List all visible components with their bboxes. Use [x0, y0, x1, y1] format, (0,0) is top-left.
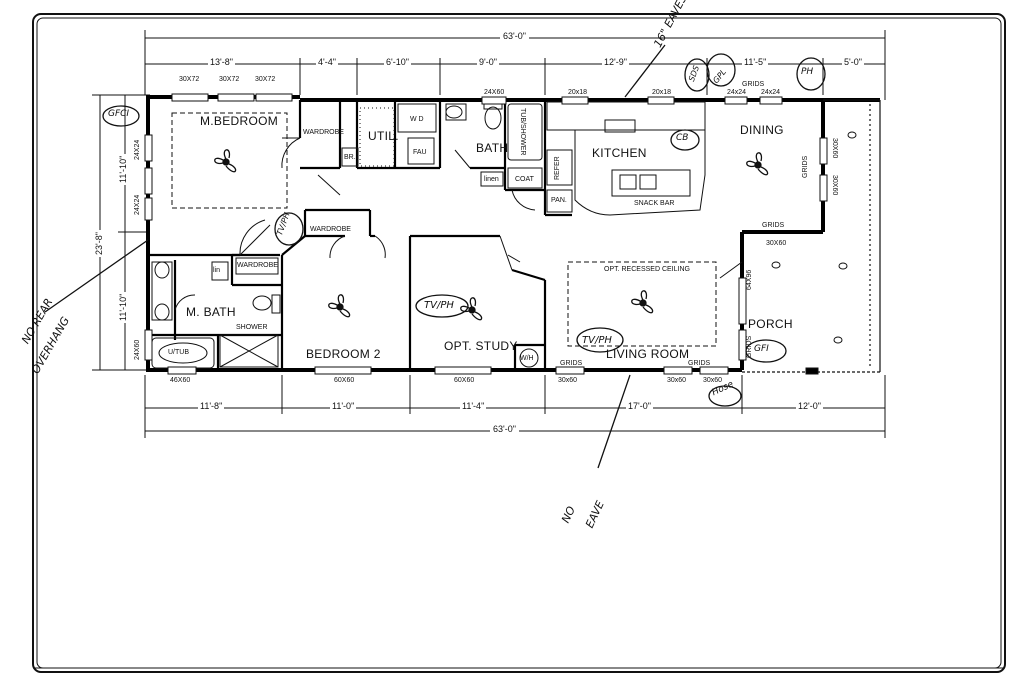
top-dimension-2: 4'-4": [316, 57, 338, 67]
linen-label: linen: [484, 176, 499, 183]
pantry-label: PAN.: [551, 197, 567, 204]
room-label-living-room: LIVING ROOM: [606, 347, 690, 361]
grids-label-bottom-1: GRIDS: [560, 360, 583, 367]
broom-closet-label: BR.: [344, 154, 356, 161]
water-heater-label: W/H: [520, 355, 534, 362]
recessed-ceiling-outline: [567, 261, 717, 347]
window-label-bottom-3: 60X60: [454, 377, 475, 384]
wall-windows: [144, 93, 828, 375]
handwritten-tvph-living: TV/PH: [582, 335, 612, 346]
door-swings: [174, 137, 743, 311]
window-label-dining-right-1: 30X60: [831, 138, 838, 159]
grids-label-right: GRIDS: [802, 155, 809, 178]
room-label-util: UTIL.: [368, 129, 399, 143]
window-label-bottom-6: 30x60: [703, 377, 723, 384]
wardrobe-label-1: WARDROBE: [303, 129, 344, 136]
room-label-master-bath: M. BATH: [186, 305, 236, 319]
ceiling-fans: [214, 149, 769, 321]
room-label-porch: PORCH: [748, 317, 793, 331]
handwritten-marks: [44, 44, 826, 469]
kitchen-cabinets: [546, 101, 706, 216]
grids-label-top: GRIDS: [742, 81, 765, 88]
handwritten-tvph-study: TV/PH: [424, 300, 454, 311]
window-label-dining-right-2: 30X60: [831, 175, 838, 196]
recessed-ceiling-label: OPT. RECESSED CEILING: [604, 266, 690, 273]
window-label-dining-2: 24x24: [761, 89, 781, 96]
washer-dryer-label: W D: [410, 116, 424, 123]
top-dimension-4: 9'-0": [477, 57, 499, 67]
overall-top-dimension: 63'-0": [500, 32, 529, 41]
left-lower-dimension: 11'-10": [118, 291, 128, 323]
window-label-left-1: 24X24: [134, 139, 141, 160]
bottom-dimension-1: 11'-8": [198, 401, 225, 411]
porch-lights: [771, 131, 857, 344]
grids-label-porch: GRIDS: [746, 335, 753, 358]
bottom-dimension-2: 11'-0": [330, 401, 357, 411]
window-label-bottom-2: 60X60: [334, 377, 355, 384]
top-dimension-5: 12'-9": [602, 57, 629, 67]
shower-label: SHOWER: [236, 324, 268, 331]
refrigerator-label: REFER: [554, 156, 561, 180]
window-label-bottom-1: 46X60: [170, 377, 191, 384]
master-bedroom-tray-outline: [171, 112, 288, 209]
linen-label-master: lin: [213, 267, 221, 274]
window-label-porch: 30X60: [766, 240, 787, 247]
sheet-border: [32, 13, 1006, 673]
interior-walls: [148, 98, 572, 370]
bottom-dimension-4: 17'-0": [626, 401, 653, 411]
handwritten-cb-kitchen: CB: [676, 133, 689, 143]
top-dimension-3: 6'-10": [384, 57, 411, 67]
window-label-top-3: 30X72: [255, 76, 276, 83]
window-label-dining-1: 24x24: [727, 89, 747, 96]
room-label-dining: DINING: [740, 123, 784, 137]
handwritten-ph-dining: PH: [801, 67, 814, 77]
top-dimension-1: 13'-8": [208, 57, 235, 67]
bath-fixtures: [151, 103, 543, 369]
bottom-dimension-3: 11'-4": [460, 401, 487, 411]
room-label-master-bedroom: M.BEDROOM: [200, 114, 279, 128]
snack-bar-label: SNACK BAR: [634, 200, 675, 207]
room-label-study: OPT. STUDY: [444, 339, 518, 353]
window-label-kitchen-2: 20x18: [652, 89, 672, 96]
tub-label: U/TUB: [168, 349, 189, 356]
grids-label-dining-bottom: GRIDS: [762, 222, 785, 229]
room-label-kitchen: KITCHEN: [592, 146, 647, 160]
tub-shower-label: TUB/SHOWER: [519, 108, 526, 156]
top-dimension-7: 5'-0": [842, 57, 864, 67]
wardrobe-label-3: WARDROBE: [237, 262, 278, 269]
room-label-bath: BATH: [476, 141, 509, 155]
left-upper-dimension: 11'-10": [118, 153, 128, 185]
window-label-left-bath: 24X60: [134, 339, 141, 360]
left-total-dimension: 23'-8": [94, 230, 104, 257]
grids-label-bottom-2: GRIDS: [688, 360, 711, 367]
window-label-top-2: 30X72: [219, 76, 240, 83]
window-label-bath: 24X60: [484, 89, 505, 96]
window-label-bottom-4: 30x60: [558, 377, 578, 384]
top-dimension-6: 11'-5": [742, 57, 769, 67]
room-label-bedroom-2: BEDROOM 2: [306, 347, 381, 361]
furnace-label: FAU: [413, 149, 427, 156]
handwritten-gfi-porch: GFI: [754, 344, 769, 354]
wardrobe-label-2: WARDROBE: [310, 226, 351, 233]
window-label-left-2: 24X24: [134, 194, 141, 215]
left-dimension-lines: [92, 94, 150, 371]
bottom-dimension-5: 12'-0": [796, 401, 823, 411]
window-label-top-1: 30X72: [179, 76, 200, 83]
handwritten-gfci: GFCI: [108, 109, 130, 119]
coat-closet-label: COAT: [515, 176, 534, 183]
door-label-porch: 64X96: [746, 269, 753, 290]
window-label-bottom-5: 30x60: [667, 377, 687, 384]
window-label-kitchen-1: 20x18: [568, 89, 588, 96]
porch-outline: [742, 99, 881, 373]
overall-bottom-dimension: 63'-0": [490, 425, 519, 434]
